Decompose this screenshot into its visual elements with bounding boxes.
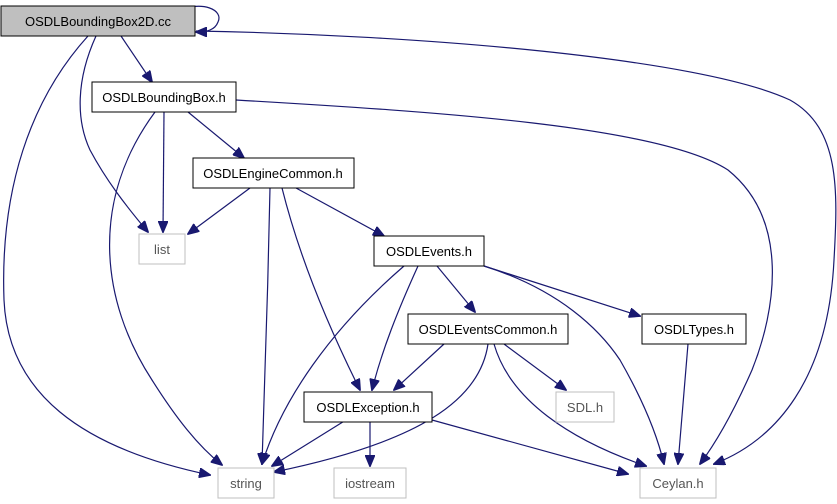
edge-bb-engine bbox=[187, 111, 244, 158]
edge-events-ceylan bbox=[483, 265, 664, 464]
node-label: iostream bbox=[345, 476, 395, 491]
node-string[interactable]: string bbox=[217, 467, 275, 499]
node-box bbox=[639, 467, 717, 499]
node-label: OSDLBoundingBox2D.cc bbox=[25, 14, 171, 29]
nodes: OSDLBoundingBox2D.cc OSDLBoundingBox.h O… bbox=[0, 5, 747, 499]
node-box bbox=[0, 5, 196, 37]
edge-exception-string bbox=[272, 419, 347, 466]
node-label: OSDLTypes.h bbox=[654, 322, 734, 337]
node-label: list bbox=[154, 242, 170, 257]
edge-engine-events bbox=[295, 187, 384, 236]
node-osdltypes-h[interactable]: OSDLTypes.h bbox=[641, 313, 747, 345]
edge-evcommon-string bbox=[274, 343, 489, 472]
edge-events-types bbox=[483, 265, 640, 316]
node-osdleventscommon-h[interactable]: OSDLEventsCommon.h bbox=[407, 313, 569, 345]
node-osdlenginecommon-h[interactable]: OSDLEngineCommon.h bbox=[192, 157, 355, 189]
node-label: Ceylan.h bbox=[652, 476, 703, 491]
node-box bbox=[373, 235, 485, 267]
node-box bbox=[91, 81, 237, 113]
edge-exception-ceylan bbox=[431, 419, 628, 474]
node-box bbox=[333, 467, 407, 499]
edge-bb-list bbox=[163, 111, 164, 232]
edge-evcommon-sdl bbox=[503, 343, 566, 390]
edge-engine-list bbox=[188, 187, 251, 234]
edge-bb-string bbox=[109, 111, 222, 465]
node-label: OSDLEventsCommon.h bbox=[419, 322, 558, 337]
node-osdlevents-h[interactable]: OSDLEvents.h bbox=[373, 235, 485, 267]
edge-bb2d-string bbox=[3, 35, 210, 475]
node-label: SDL.h bbox=[567, 400, 603, 415]
edges bbox=[3, 5, 837, 475]
edge-engine-string bbox=[262, 187, 271, 464]
edge-events-exception bbox=[372, 265, 419, 390]
node-osdlboundingbox-h[interactable]: OSDLBoundingBox.h bbox=[91, 81, 237, 113]
node-box bbox=[407, 313, 569, 345]
node-box bbox=[217, 467, 275, 499]
node-ceylan-h[interactable]: Ceylan.h bbox=[639, 467, 717, 499]
edge-events-string bbox=[262, 265, 405, 464]
edge-events-evcommon bbox=[436, 265, 475, 312]
edge-bb2d-list bbox=[79, 35, 148, 232]
node-iostream[interactable]: iostream bbox=[333, 467, 407, 499]
edge-bb2d-bb bbox=[120, 35, 152, 82]
node-label: string bbox=[230, 476, 262, 491]
edge-evcommon-ceylan bbox=[493, 343, 646, 466]
edge-evcommon-exception bbox=[394, 343, 445, 390]
node-osdlboundingbox2d-cc[interactable]: OSDLBoundingBox2D.cc bbox=[0, 5, 196, 37]
node-box bbox=[555, 391, 615, 423]
edge-types-ceylan bbox=[678, 343, 689, 464]
node-label: OSDLEngineCommon.h bbox=[203, 166, 342, 181]
node-osdlexception-h[interactable]: OSDLException.h bbox=[303, 391, 433, 423]
node-box bbox=[138, 233, 186, 265]
node-box bbox=[192, 157, 355, 189]
node-box bbox=[641, 313, 747, 345]
node-box bbox=[303, 391, 433, 423]
node-label: OSDLBoundingBox.h bbox=[102, 90, 226, 105]
edge-bb2d-ceylan bbox=[195, 30, 837, 464]
node-label: OSDLEvents.h bbox=[386, 244, 472, 259]
node-label: OSDLException.h bbox=[316, 400, 419, 415]
node-sdl-h[interactable]: SDL.h bbox=[555, 391, 615, 423]
node-list[interactable]: list bbox=[138, 233, 186, 265]
edge-engine-exception bbox=[281, 187, 360, 390]
edge-bb-ceylan bbox=[235, 99, 773, 464]
